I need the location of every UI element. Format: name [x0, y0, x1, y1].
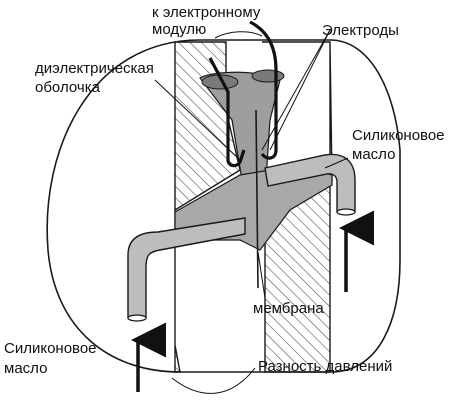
left-tube-opening [127, 314, 147, 322]
electrode-wire-right [249, 20, 278, 160]
label-electrodes: Электроды [322, 22, 399, 39]
label-silicone-left-line1: Силиконовое [4, 340, 97, 357]
pressure-bracket [171, 367, 256, 394]
electrode-wire-left [208, 57, 246, 168]
left-oil-tube [127, 217, 246, 319]
leader-electrode-1 [261, 29, 331, 151]
label-dielectric-line1: диэлектрическая [35, 60, 154, 77]
label-pressure-difference: Разность давлений [258, 358, 393, 375]
cylinder-top-rim [200, 39, 401, 151]
leader-silicone-right [324, 157, 349, 169]
label-silicone-right-line1: Силиконовое [352, 127, 445, 144]
label-silicone-right-line2: масло [352, 146, 396, 163]
module-bracket [214, 31, 263, 39]
label-membrane: мембрана [253, 300, 324, 317]
label-to-module-line2: модулю [152, 21, 207, 38]
label-silicone-left-line2: масло [4, 360, 48, 377]
leader-dielectric [154, 79, 241, 161]
label-dielectric-line2: оболочка [35, 79, 100, 96]
membrane-line [255, 109, 259, 289]
leader-electrode-2 [269, 29, 331, 151]
label-to-module-line1: к электронному [152, 4, 261, 21]
cone-top-right [251, 69, 285, 83]
leader-membrane [257, 251, 266, 299]
right-tube-opening [336, 208, 356, 216]
